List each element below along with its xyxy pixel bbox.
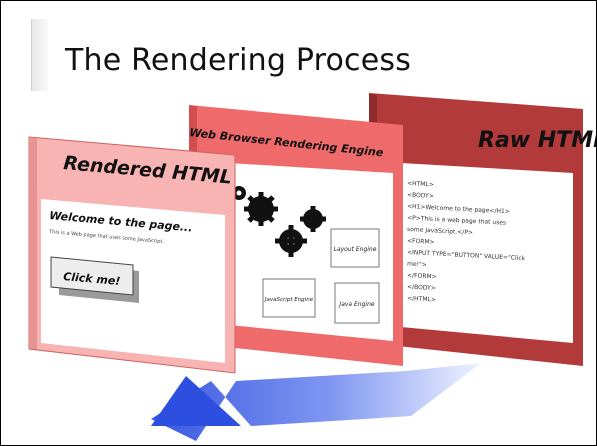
javascript-engine-box: JavaScript Engine (262, 278, 316, 318)
slide-title: The Rendering Process (65, 43, 412, 78)
click-me-label: Click me! (63, 270, 121, 288)
raw-html-code-line: some JavaScript.</P> (407, 226, 473, 236)
java-engine-box: Java Engine (334, 282, 380, 324)
raw-html-panel: Raw HTML <HTML><BODY><H1>Welcome to the … (369, 93, 597, 366)
rendered-html-panel: Rendered HTML Welcome to the page... Thi… (28, 136, 236, 374)
gears-icon (232, 186, 326, 257)
rendering-diagram: Raw HTML <HTML><BODY><H1>Welcome to the … (28, 93, 597, 441)
raw-html-title: Raw HTML (478, 128, 597, 153)
raw-html-code-line: <BODY> (407, 192, 434, 200)
raw-html-code-line: me!"> (407, 261, 427, 269)
raw-html-code-line: <HTML> (407, 180, 434, 188)
java-engine-label: Java Engine (338, 301, 374, 308)
layout-engine-label: Layout Engine (334, 246, 377, 253)
click-me-button: Click me! (50, 256, 139, 303)
raw-html-code-line: <FORM> (407, 238, 435, 246)
arrow-icon (151, 363, 481, 441)
layout-engine-box: Layout Engine (330, 228, 380, 268)
title-accent-bar (31, 19, 48, 91)
raw-html-code-line: </FORM> (407, 272, 437, 281)
raw-html-code-line: </BODY> (407, 284, 436, 292)
javascript-engine-label: JavaScript Engine (264, 297, 314, 303)
raw-html-code-line: </HTML> (407, 295, 436, 303)
